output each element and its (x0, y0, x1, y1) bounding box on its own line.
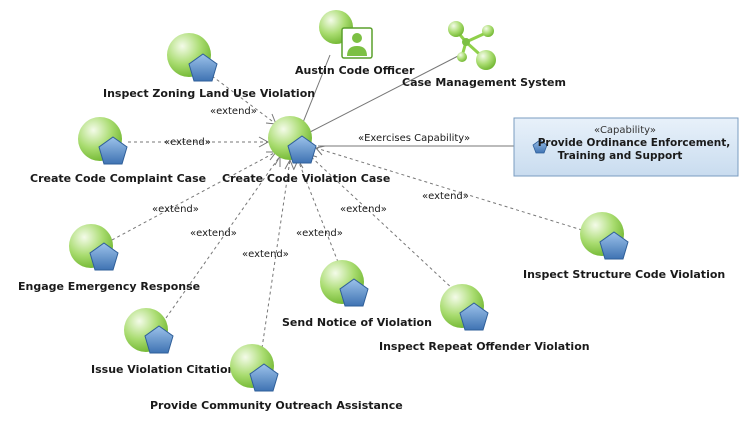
pentagon-icon (188, 53, 218, 82)
pentagon-icon (98, 136, 128, 165)
extend-label-zoning: «extend» (210, 106, 257, 117)
actor-case-management-system[interactable]: Case Management System (402, 21, 566, 89)
extend-line-emergency (111, 151, 277, 241)
pentagon-icon (144, 325, 174, 354)
capability-stereotype: «Capability» (594, 125, 656, 136)
usecase-repeat-offender[interactable]: Inspect Repeat Offender Violation (379, 284, 590, 353)
arrowhead-citation (274, 154, 281, 167)
system-association (309, 54, 461, 133)
actor-label: Case Management System (402, 76, 566, 89)
usecase-label: Issue Violation Citation (91, 363, 235, 376)
pentagon-icon (532, 139, 548, 154)
usecase-label: Inspect Repeat Offender Violation (379, 340, 590, 353)
usecase-send-notice[interactable]: Send Notice of Violation (282, 260, 432, 329)
extend-label-emergency: «extend» (152, 204, 199, 215)
usecase-create-complaint[interactable]: Create Code Complaint Case (30, 117, 206, 185)
usecase-inspect-zoning[interactable]: Inspect Zoning Land Use Violation (103, 33, 315, 100)
usecase-label: Inspect Zoning Land Use Violation (103, 87, 315, 100)
arrowhead-complaint (258, 136, 270, 148)
pentagon-icon (599, 231, 629, 260)
person-icon (341, 27, 373, 59)
arrowhead-structure (315, 145, 326, 156)
usecase-issue-citation[interactable]: Issue Violation Citation (91, 308, 235, 376)
pentagon-icon (249, 363, 279, 392)
pentagon-icon (459, 302, 489, 331)
extend-line-notice (297, 159, 339, 263)
capability-name-line2: Training and Support (558, 150, 683, 162)
extend-label-structure: «extend» (422, 191, 469, 202)
extend-lines (111, 75, 583, 349)
extend-label-citation: «extend» (190, 228, 237, 239)
actor-label: Austin Code Officer (295, 64, 415, 77)
extend-label-notice: «extend» (296, 228, 343, 239)
network-icon (448, 21, 496, 70)
usecase-label: Engage Emergency Response (18, 280, 200, 293)
officer-association (299, 54, 331, 131)
extend-label-outreach: «extend» (242, 249, 289, 260)
capability-name-line1: Provide Ordinance Enforcement, (538, 137, 731, 149)
usecase-label: Inspect Structure Code Violation (523, 268, 725, 281)
usecase-emergency-response[interactable]: Engage Emergency Response (18, 224, 200, 293)
pentagon-icon (339, 278, 369, 307)
usecase-community-outreach[interactable]: Provide Community Outreach Assistance (150, 344, 403, 412)
association-lines (299, 54, 514, 147)
usecase-label: Create Code Violation Case (222, 172, 390, 185)
usecase-label: Create Code Complaint Case (30, 172, 206, 185)
extend-line-zoning (211, 75, 277, 125)
actor-austin-code-officer[interactable]: Austin Code Officer (295, 10, 415, 77)
pentagon-icon (287, 135, 317, 164)
usecase-create-code-violation-case[interactable]: Create Code Violation Case (222, 116, 390, 185)
exercises-capability-label: «Exercises Capability» (358, 133, 470, 144)
usecase-label: Provide Community Outreach Assistance (150, 399, 403, 412)
pentagon-icon (89, 242, 119, 271)
extend-label-complaint: «extend» (164, 137, 211, 148)
extend-label-repeat: «extend» (340, 204, 387, 215)
usecase-inspect-structure[interactable]: Inspect Structure Code Violation (523, 212, 725, 281)
extend-line-outreach (261, 159, 291, 349)
capability-box[interactable]: «Capability» Provide Ordinance Enforceme… (513, 117, 739, 177)
usecase-label: Send Notice of Violation (282, 316, 432, 329)
extend-labels: «extend» «extend» «extend» «extend» «ext… (152, 106, 469, 260)
extend-line-structure (315, 147, 583, 231)
